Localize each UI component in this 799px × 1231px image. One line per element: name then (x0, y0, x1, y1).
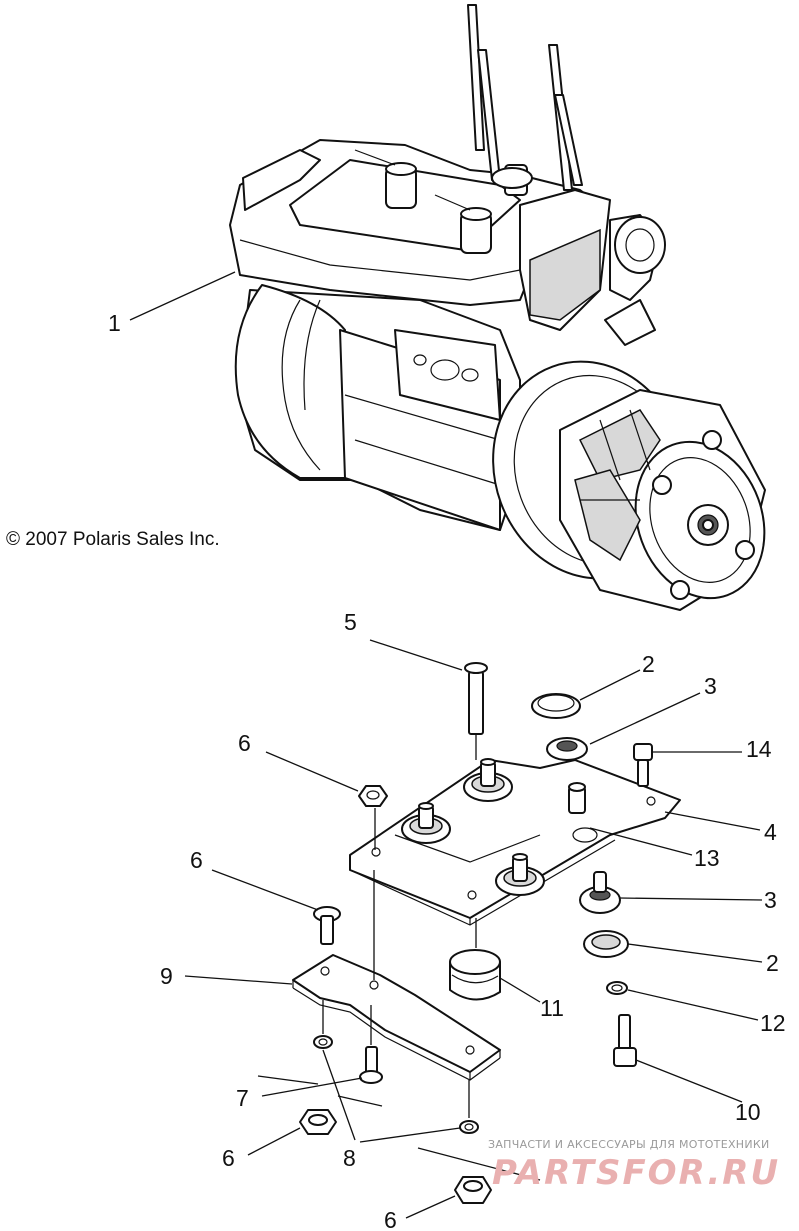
spark-plug-boot-right (460, 207, 492, 254)
plate-isolator-left (401, 802, 451, 844)
bolt-7-upper (313, 906, 341, 945)
drive-clutch (492, 360, 766, 611)
callout-14: 14 (746, 736, 772, 762)
callout-6-upper: 6 (238, 730, 251, 756)
washer-12 (606, 981, 628, 995)
watermark: ЗАПЧАСТИ И АКСЕССУАРЫ ДЛЯ МОТОТЕХНИКИ PA… (488, 1138, 780, 1193)
stud-13 (568, 782, 586, 814)
callout-4: 4 (764, 819, 777, 845)
copyright-notice: © 2007 Polaris Sales Inc. (6, 529, 220, 550)
bolt-7-lower (359, 1046, 383, 1084)
isolator-3-top (546, 737, 588, 761)
callout-2-lower: 2 (766, 950, 779, 976)
callout-3-top: 3 (704, 673, 717, 699)
nut-6-bottom (454, 1176, 492, 1204)
isolator-3-lower (579, 871, 621, 914)
callout-11: 11 (540, 995, 564, 1021)
bolt-10 (613, 1014, 637, 1067)
callout-2-top: 2 (642, 651, 655, 677)
watermark-brand: PARTSFOR.RU (492, 1153, 780, 1193)
bolt-14 (633, 743, 653, 787)
callout-3-lower: 3 (764, 887, 777, 913)
engine-assembly (229, 4, 766, 611)
washer-2-lower (583, 930, 629, 958)
spark-plug-boot-left (385, 162, 417, 209)
washer-9-left (313, 1035, 333, 1049)
bracket-8 (292, 954, 501, 1081)
callout-9: 8 (343, 1145, 356, 1171)
callout-1: 1 (108, 310, 121, 336)
plate-isolator-front (495, 853, 545, 896)
callout-10: 10 (735, 1099, 761, 1125)
callout-6-lower-left: 6 (222, 1145, 235, 1171)
plate-isolator-center (463, 758, 513, 802)
nut-6-upper (358, 785, 388, 807)
washer-9-right (459, 1120, 479, 1134)
callout-13: 13 (694, 845, 720, 871)
callout-8: 9 (160, 963, 173, 989)
watermark-tagline: ЗАПЧАСТИ И АКСЕССУАРЫ ДЛЯ МОТОТЕХНИКИ (488, 1138, 770, 1151)
callout-7-upper: 6 (190, 847, 203, 873)
callout-5: 5 (344, 609, 357, 635)
washer-2-top (531, 693, 581, 719)
isolator-11 (449, 949, 501, 1001)
callout-6-bottom: 6 (384, 1207, 397, 1231)
engine-mount-plate (349, 758, 681, 926)
nut-6-lower-left (299, 1109, 337, 1135)
callout-12: 12 (760, 1010, 786, 1036)
control-cables (467, 4, 583, 196)
callout-7-lower: 7 (236, 1085, 249, 1111)
bolt-5 (464, 662, 488, 735)
